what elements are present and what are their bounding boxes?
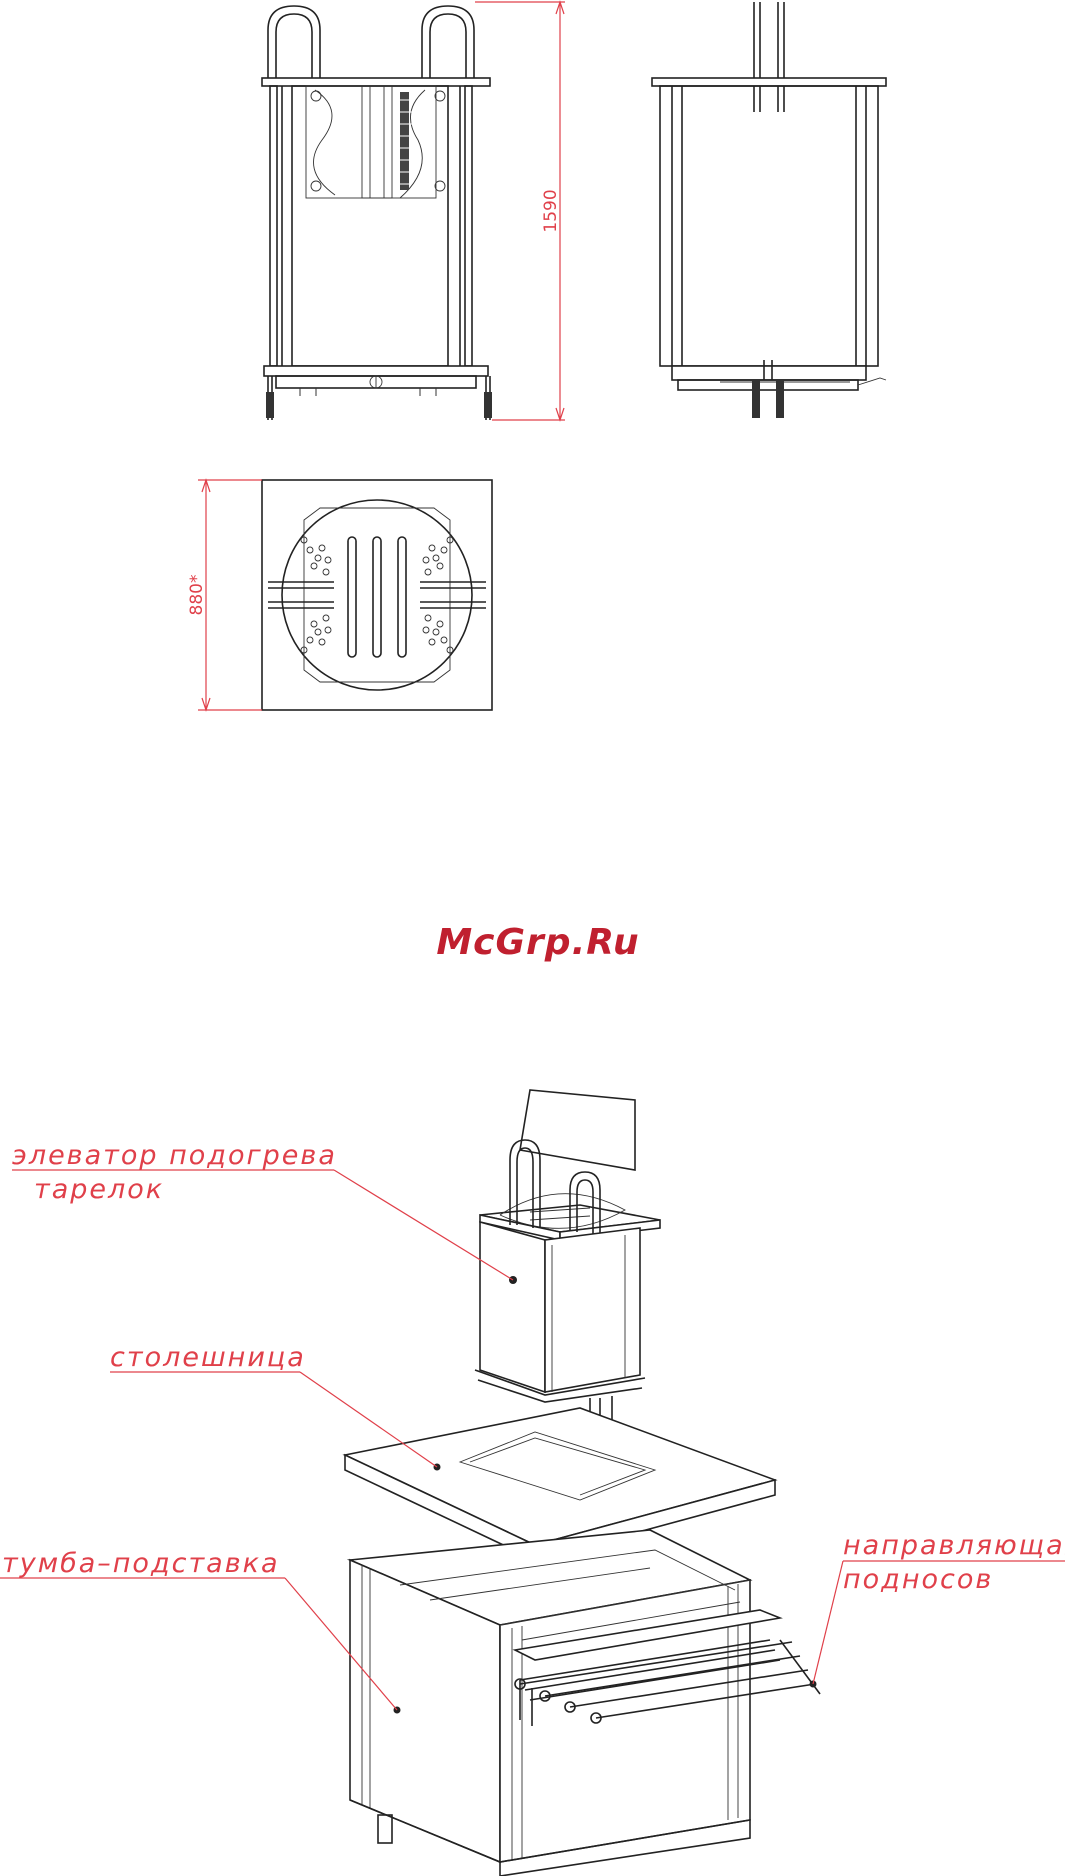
label-tabletop: столешница [110, 1342, 306, 1373]
top-view-holes [301, 537, 453, 653]
label-guide-line1: направляющая [843, 1530, 1065, 1561]
heating-element-ribs [398, 92, 412, 190]
height-dimension-label: 1590 [541, 189, 561, 232]
tabletop-assembly [345, 1408, 775, 1560]
width-dimension-label: 880* [187, 575, 207, 616]
front-view: 1590 [262, 2, 565, 420]
side-view [652, 2, 886, 418]
cabinet-assembly [350, 1530, 820, 1876]
label-elevator-line2: тарелок [34, 1174, 164, 1205]
top-view: 880* [187, 480, 492, 710]
elevator-assembly [475, 1090, 660, 1428]
label-elevator-line1: элеватор подогрева [12, 1140, 337, 1171]
height-dimension: 1590 [475, 2, 565, 420]
label-guide-line2: подносов [843, 1564, 993, 1595]
watermark: McGrp.Ru [436, 922, 639, 963]
width-dimension: 880* [187, 480, 262, 710]
label-cabinet: тумба–подставка [2, 1548, 280, 1579]
